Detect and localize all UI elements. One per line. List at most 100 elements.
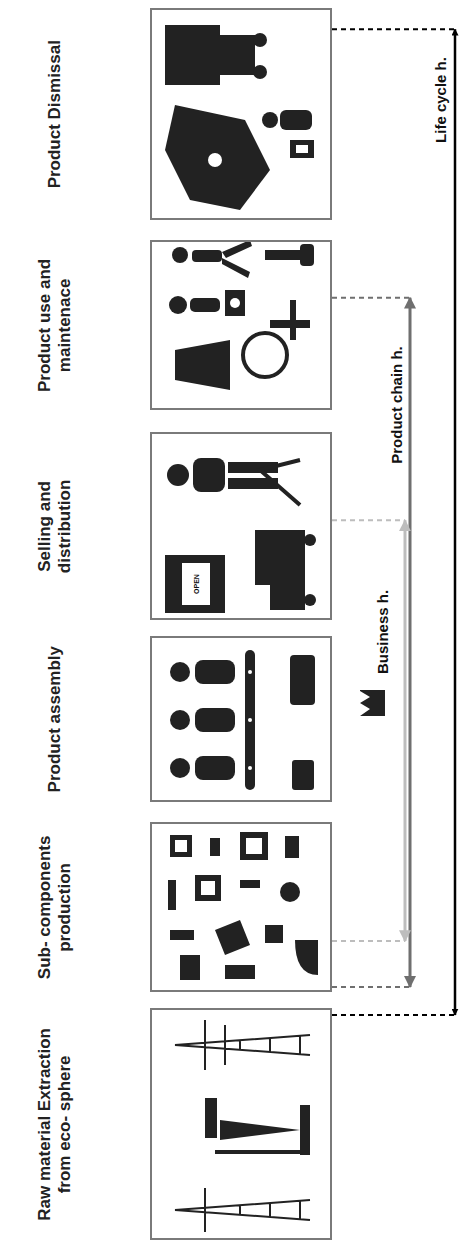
dismissal-icons-part <box>165 105 270 210</box>
chip-icons-part <box>225 965 255 979</box>
user-figures-part <box>190 298 220 312</box>
span-arrow <box>404 520 407 941</box>
dismissal-icons-part <box>165 25 220 85</box>
assembly-line-icon-part <box>292 760 314 790</box>
cart-icon-part <box>260 460 300 505</box>
chip-icons-part <box>201 881 215 895</box>
oil-pump-icon-part <box>300 1105 310 1155</box>
stage-heading: Selling and distribution <box>35 436 76 616</box>
stage-box <box>150 636 332 802</box>
dashed-leader <box>332 298 410 987</box>
dismissal-icons-part <box>280 110 312 130</box>
stage-box <box>150 822 332 992</box>
chip-icons-part <box>210 838 220 856</box>
pylon-icon-part <box>175 1020 310 1070</box>
assembly-line-icon-part <box>170 710 190 730</box>
assembly-line-icon-part <box>170 758 190 778</box>
dismissal-icons-part <box>220 35 255 75</box>
pylon-icon <box>175 1020 310 1232</box>
stage-box <box>150 240 332 410</box>
user-figures-part <box>172 247 188 263</box>
chip-icons-part <box>180 955 200 980</box>
assembly-line-icon-part <box>290 655 315 705</box>
dismissal-icons-part <box>296 145 308 153</box>
dismissal-icons-part <box>208 153 222 167</box>
user-figures-part <box>290 300 296 340</box>
factory-icon <box>360 690 385 716</box>
user-figures <box>169 240 314 390</box>
stage-node: Product Dismissal <box>0 8 332 220</box>
user-figures-part <box>230 298 240 308</box>
shop-sign: OPEN <box>193 573 200 595</box>
oil-pump-icon-part <box>220 1120 300 1140</box>
stage-heading: Product Dismissal <box>45 12 65 216</box>
dismissal-icons <box>165 25 314 210</box>
oil-pump-icon <box>205 1098 310 1155</box>
truck-icon-part <box>270 585 305 610</box>
truck-icon-part <box>255 530 305 585</box>
horizon-label: Product chain h. <box>388 346 405 464</box>
person-icon-part <box>193 458 225 492</box>
factory-icon-part <box>360 690 385 716</box>
dashed-leader <box>332 29 455 1015</box>
assembly-line-icon-part <box>248 766 252 770</box>
assembly-line-icon-part <box>170 662 190 682</box>
stage-node: Sub- components production <box>0 822 332 992</box>
shop-icon-part <box>165 555 225 613</box>
dismissal-icons-part <box>290 140 314 158</box>
stage-box <box>150 1008 332 1240</box>
dismissal-icons-part <box>253 33 267 47</box>
dismissal-icons-part <box>262 112 278 128</box>
span-arrow <box>409 298 412 987</box>
chip-icons-part <box>265 925 283 943</box>
user-figures-part <box>169 296 187 314</box>
chip-icons-part <box>170 835 192 857</box>
assembly-line-icon-part <box>195 708 235 732</box>
chip-icons-part <box>168 880 176 910</box>
stage-heading: Sub- components production <box>35 826 76 988</box>
chip-icons-part <box>295 940 318 975</box>
user-figures-part <box>225 290 245 316</box>
oil-pump-icon-part <box>205 1098 217 1138</box>
chip-icons <box>168 832 318 980</box>
person-icon-part <box>167 464 189 486</box>
assembly-line-icon <box>170 650 315 790</box>
chip-icons-part <box>285 836 299 858</box>
truck-icon-part <box>304 594 316 606</box>
assembly-line-icon-part <box>245 650 255 790</box>
horizon-label: Business h. <box>374 590 391 674</box>
chip-icons-part <box>280 882 300 902</box>
user-figures-part <box>175 340 230 390</box>
user-figures-part <box>222 240 252 278</box>
assembly-line-icon-part <box>195 756 235 780</box>
horizon-connector <box>332 298 410 987</box>
chip-icons-part <box>246 838 262 854</box>
horizon-label: Life cycle h. <box>432 57 449 143</box>
stage-node: Product assembly <box>0 636 332 802</box>
truck-icon-part <box>304 534 316 546</box>
horizon-connector <box>332 520 405 941</box>
stage-node: Selling and distribution <box>0 432 332 620</box>
chip-icons-part <box>195 875 221 901</box>
user-figures-part <box>192 250 222 262</box>
user-figures-part <box>300 244 314 266</box>
shop-icon-part <box>182 563 210 605</box>
chip-icons-part <box>240 880 260 888</box>
chip-icons-part <box>215 920 250 955</box>
stage-heading: Product assembly <box>45 640 65 798</box>
assembly-line-icon-part <box>195 660 235 684</box>
stage-node: Raw material Extraction from eco- sphere <box>0 1008 332 1240</box>
assembly-line-icon-part <box>248 670 252 674</box>
person-icon <box>167 458 278 492</box>
dashed-leader <box>332 520 405 941</box>
shop-icon <box>165 555 225 613</box>
chip-icons-part <box>175 840 187 852</box>
cart-icon <box>260 460 300 505</box>
stage-box <box>150 8 332 220</box>
oil-pump-icon-part <box>215 1150 305 1154</box>
stage-box <box>150 432 332 620</box>
truck-icon <box>255 530 316 610</box>
pylon-icon-part <box>175 1188 310 1232</box>
stage-heading: Product use and maintenace <box>35 244 76 406</box>
dismissal-icons-part <box>253 65 267 79</box>
